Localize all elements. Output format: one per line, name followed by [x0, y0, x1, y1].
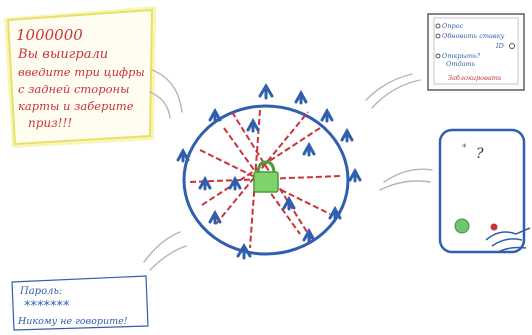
note-line: введите три цифры [18, 65, 145, 79]
survey-option: Открыть? [442, 52, 481, 60]
password-label: Пароль: [19, 286, 62, 297]
user-icon [210, 213, 220, 223]
user-icon [342, 131, 352, 141]
survey-footer: Заблокировать [448, 74, 502, 82]
star-icon: * [462, 143, 467, 153]
user-icon [284, 199, 294, 209]
user-icon [304, 145, 314, 155]
note-line: Вы выиграли [17, 47, 108, 62]
user-icon [238, 246, 250, 258]
note-line: с задней стороны [18, 82, 129, 96]
connector-lines [144, 70, 432, 270]
survey-option: ID [495, 42, 505, 50]
survey-card: Опрос Обновить ставку ID Открыть? Отдать… [428, 14, 524, 90]
survey-option: Обновить ставку [442, 32, 505, 40]
note-line: карты и заберите [18, 99, 134, 113]
user-icon [210, 111, 220, 121]
red-dot-icon [491, 224, 498, 231]
survey-option: Опрос [442, 22, 464, 30]
user-icon [260, 86, 272, 98]
note-amount: 1000000 [16, 26, 83, 44]
phone-card: ? * [440, 130, 530, 252]
network-globe [178, 86, 360, 258]
note-line: приз!!! [28, 116, 72, 130]
phone-question: ? [476, 146, 484, 162]
password-stars: ******* [24, 299, 70, 314]
user-icon [350, 171, 360, 181]
user-icon [178, 151, 188, 161]
password-warning: Никому не говорите! [17, 316, 128, 327]
survey-option: Отдать [446, 60, 476, 68]
user-icon [248, 121, 258, 131]
user-icon [296, 93, 306, 103]
green-button-icon [455, 219, 469, 233]
sticky-note: 1000000 Вы выиграли введите три цифры с … [4, 6, 156, 148]
user-icon [304, 231, 314, 241]
user-icon [322, 111, 332, 121]
password-note: Пароль: ******* Никому не говорите! [12, 276, 148, 330]
user-icon [330, 209, 340, 219]
